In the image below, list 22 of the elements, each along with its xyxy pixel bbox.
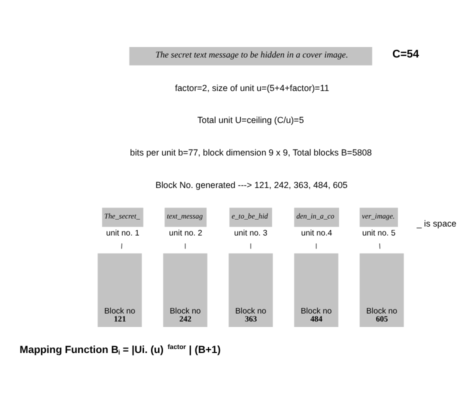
node-box: den_in_a_co	[294, 207, 339, 226]
node-box: text_messag	[164, 207, 206, 226]
node-label: unit no. 5	[362, 228, 395, 238]
node-box: The secret text message to be hidden in a cover image.	[128, 46, 372, 65]
label: Total unit U=ceiling (C/u)=5	[196, 114, 304, 125]
node-box: Block no 121	[97, 252, 142, 326]
node-label: unit no. 3	[234, 228, 267, 238]
label: factor=2, size of unit u=(5+4+factor)=11	[174, 82, 329, 92]
node-label: unit no. 1	[106, 228, 139, 238]
node-box: Block no 242	[162, 252, 207, 326]
label: C=54	[392, 48, 419, 60]
node-box: Block no 484	[294, 252, 338, 326]
node-label: unit no.4	[300, 228, 332, 238]
node-box: ver_image.	[359, 207, 398, 226]
label: _ is space	[416, 218, 456, 228]
node-box: Block no 363	[228, 252, 272, 326]
label: bits per unit b=77, block dimension 9 x 9, Total blocks B=5808	[130, 147, 372, 158]
node-box: The_secret_	[102, 207, 143, 226]
label: Block No. generated ---> 121, 242, 363, 484, 605	[154, 179, 348, 190]
node-box: Block no 605	[359, 252, 404, 326]
node-box: e_to_be_hid	[228, 207, 272, 226]
node-label: unit no. 2	[168, 228, 202, 238]
